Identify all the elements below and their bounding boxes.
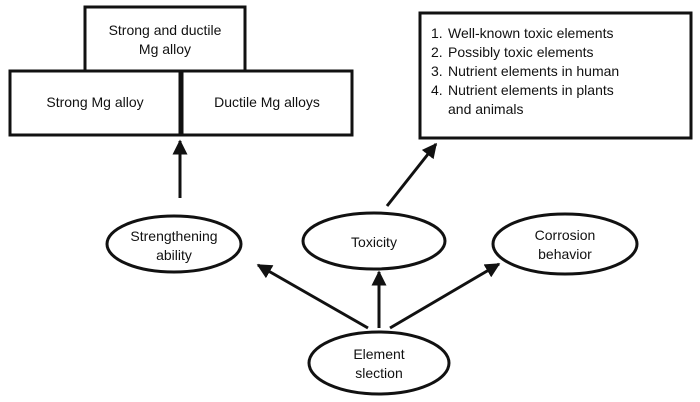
list-item-text: Possibly toxic elements — [448, 44, 594, 60]
list-item: 3. Nutrient elements in human — [431, 62, 619, 81]
arrow-toxicity-to-list — [385, 142, 438, 207]
list-item-text: Nutrient elements in human — [448, 63, 620, 79]
box-toxic-list — [418, 11, 693, 140]
node-toxicity — [301, 211, 447, 271]
node-element-line1: Element — [353, 346, 405, 362]
box-strong-ductile-label: Strong and ductile Mg alloy — [85, 21, 245, 59]
node-strengthening-line1: Strengthening — [130, 228, 218, 244]
node-corrosion-line2: behavior — [538, 246, 592, 262]
box-strong-mg — [8, 69, 182, 137]
box-ductile-mg-label: Ductile Mg alloys — [214, 94, 320, 110]
list-item-text: Well-known toxic elements — [448, 25, 614, 41]
list-item-number: 1. — [431, 25, 443, 41]
node-corrosion-label: Corrosion behavior — [493, 226, 637, 264]
box-strong-mg-label: Strong Mg alloy — [46, 94, 144, 110]
box-strong-ductile-line2: Mg alloy — [138, 41, 192, 57]
list-item: 4. Nutrient elements in plants — [431, 81, 619, 100]
toxic-element-list: 1. Well-known toxic elements 2. Possibly t… — [431, 24, 619, 119]
list-item-number: 2. — [431, 44, 443, 60]
list-item: 2. Possibly toxic elements — [431, 43, 619, 62]
arrow-element-to-strengthening — [256, 263, 369, 330]
box-ductile-mg — [180, 69, 354, 137]
node-corrosion-line1: Corrosion — [534, 227, 596, 243]
list-item: 1. Well-known toxic elements — [431, 24, 619, 43]
box-strong-ductile-line1: Strong and ductile — [108, 22, 222, 38]
box-strong-ductile — [83, 5, 247, 73]
node-strengthening — [105, 214, 243, 274]
node-corrosion — [491, 212, 639, 276]
node-toxicity-label: Toxicity — [351, 234, 397, 250]
arrow-element-to-corrosion — [389, 262, 501, 330]
node-strengthening-line2: ability — [156, 247, 192, 263]
list-item-number: 3. — [431, 63, 443, 79]
node-element-label: Element slection — [309, 345, 449, 383]
node-element — [307, 330, 451, 396]
node-strengthening-label: Strengthening ability — [107, 227, 241, 265]
list-item-number: 4. — [431, 82, 443, 98]
list-item-text: Nutrient elements in plants — [448, 82, 614, 98]
list-item-continuation: and animals — [448, 101, 524, 117]
node-element-line2: slection — [355, 365, 403, 381]
